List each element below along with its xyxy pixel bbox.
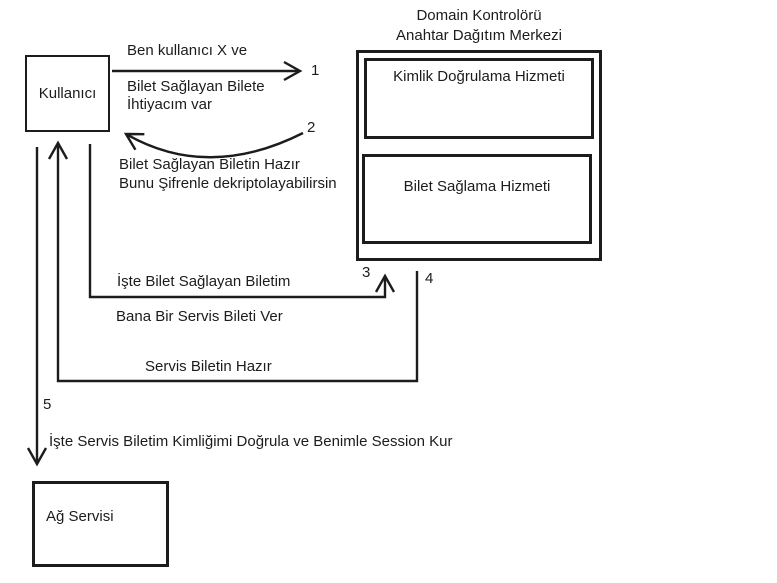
user-label: Kullanıcı [38,85,97,102]
user-box: Kullanıcı [25,55,110,132]
arrow-step-3 [88,144,396,299]
arrow-step-2 [123,131,304,159]
step2-number: 2 [307,119,316,136]
step5-message: İşte Servis Biletim Kimliğimi Doğrula ve… [49,433,453,450]
step1-number: 1 [311,62,320,79]
step1-message-line3: İhtiyacım var [127,96,213,113]
step4-number: 4 [425,270,434,287]
step3-message-line1: İşte Bilet Sağlayan Biletim [117,273,291,290]
step2-message-line2: Bunu Şifrenle dekriptolayabilirsin [119,175,337,192]
auth-service-box: Kimlik Doğrulama Hizmeti [364,58,594,139]
network-service-box: Ağ Servisi [32,481,169,567]
ticket-service-box: Bilet Sağlama Hizmeti [362,154,592,244]
step3-number: 3 [362,264,371,281]
step5-number: 5 [43,396,52,413]
kdc-title: Domain Kontrolörü Anahtar Dağıtım Merkez… [346,6,612,46]
step3-message-line2: Bana Bir Servis Bileti Ver [116,308,283,325]
step2-message: Bilet Sağlayan Biletin Hazır Bunu Şifren… [119,155,337,193]
step1-message-rest: Bilet Sağlayan Bilete İhtiyacım var [127,78,265,114]
step4-message: Servis Biletin Hazır [145,358,272,375]
network-service-label: Ağ Servisi [46,508,114,525]
kdc-title-line2: Anahtar Dağıtım Merkezi [396,27,562,44]
kdc-title-line1: Domain Kontrolörü [416,7,542,24]
kdc-box: Kimlik Doğrulama Hizmeti Bilet Sağlama H… [356,50,602,261]
auth-service-label: Kimlik Doğrulama Hizmeti [393,68,565,85]
step2-message-line1: Bilet Sağlayan Biletin Hazır [119,156,300,173]
ticket-service-label: Bilet Sağlama Hizmeti [403,178,551,195]
arrow-step-4 [47,140,419,383]
step1-message-line2: Bilet Sağlayan Bilete [127,78,265,95]
step1-message-line1: Ben kullanıcı X ve [127,42,248,59]
